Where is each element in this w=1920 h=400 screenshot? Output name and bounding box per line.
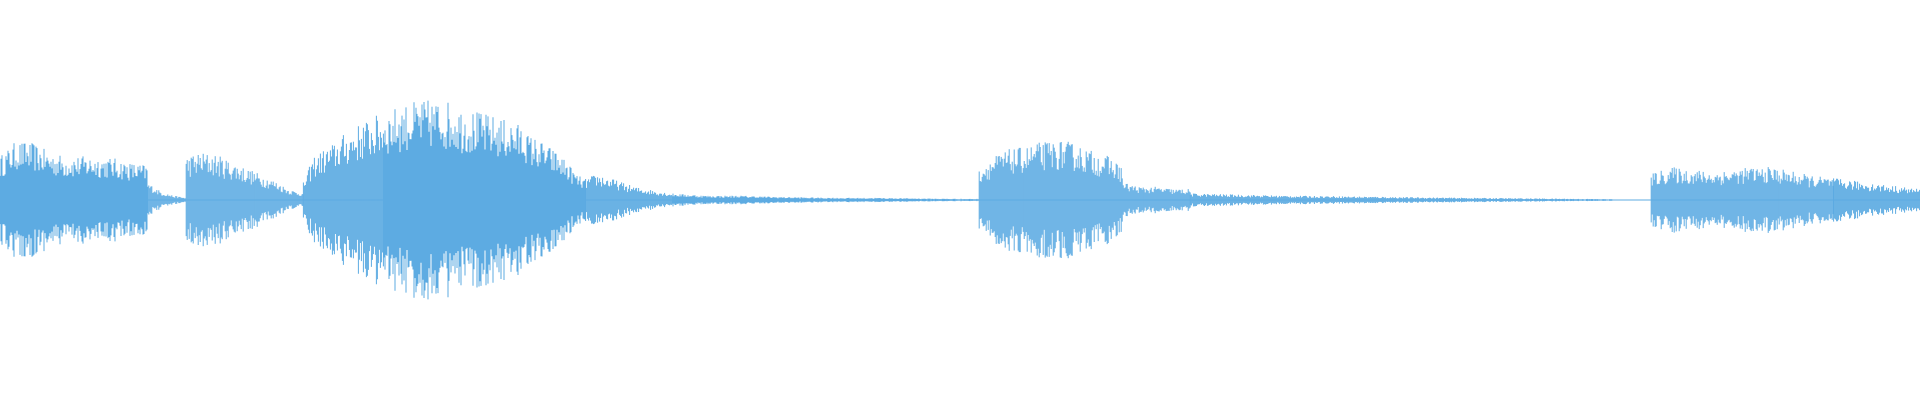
waveform-bars: [0, 100, 1920, 300]
